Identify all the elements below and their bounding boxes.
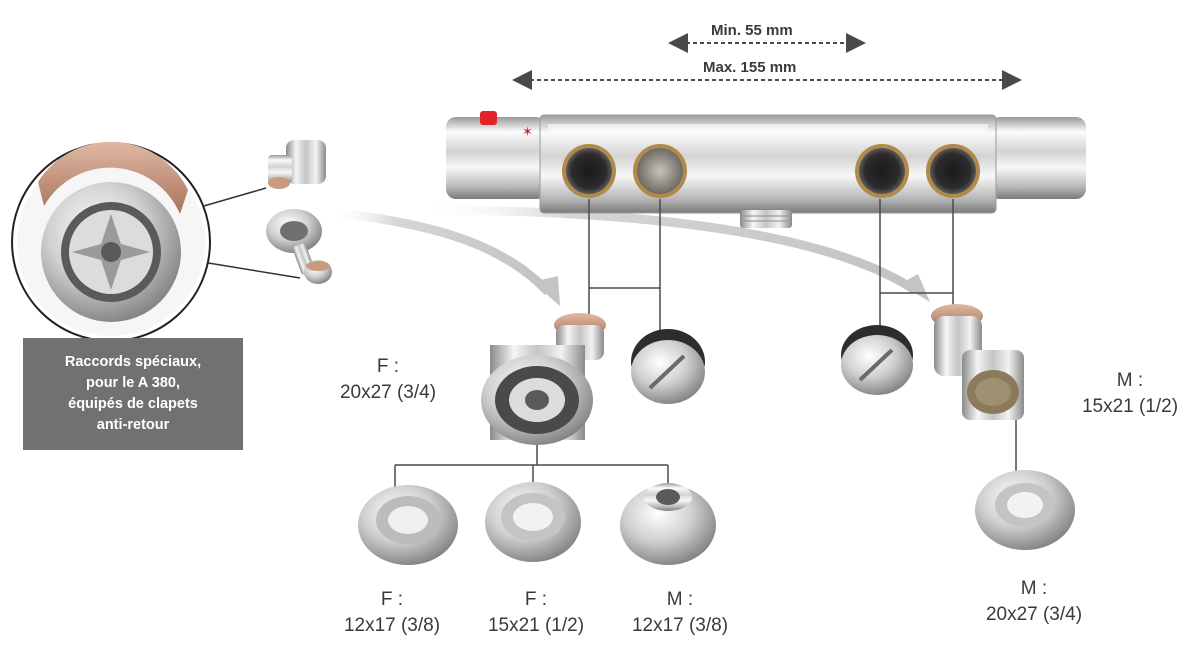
bar-outlet-1 xyxy=(855,144,909,198)
flow-arrow-right xyxy=(419,205,918,294)
flow-arrow-left xyxy=(329,207,552,296)
reducer-m12x17 xyxy=(620,483,716,565)
label-size: 12x17 (3/8) xyxy=(343,615,441,636)
connector-lines xyxy=(394,199,1017,488)
plug-right xyxy=(841,325,913,395)
label-f-20x27: F : 20x27 (3/4) xyxy=(318,354,458,406)
label-size: 15x21 (1/2) xyxy=(487,615,585,636)
reducer-f15x21 xyxy=(485,482,581,562)
magnifier-detail xyxy=(11,141,301,342)
label-type: F : xyxy=(380,589,404,610)
caption-line: pour le A 380, xyxy=(85,375,180,391)
label-type: M : xyxy=(1116,370,1144,391)
mixer-bar xyxy=(446,114,1086,228)
dimension-max-label: Max. 155 mm xyxy=(703,59,797,76)
label-m-15x21: M : 15x21 (1/2) xyxy=(1060,368,1200,420)
label-size: 15x21 (1/2) xyxy=(1081,396,1179,417)
reducer-m20x27 xyxy=(975,470,1075,550)
plug-left xyxy=(631,329,705,404)
label-size: 12x17 (3/8) xyxy=(631,615,729,636)
label-size: 20x27 (3/4) xyxy=(339,382,437,403)
caption-line: équipés de clapets xyxy=(68,396,198,412)
label-f-12x17: F : 12x17 (3/8) xyxy=(322,587,462,639)
caption-line: Raccords spéciaux, xyxy=(64,354,202,370)
bar-inlet-1 xyxy=(562,144,616,198)
label-type: F : xyxy=(524,589,548,610)
caption-line: anti-retour xyxy=(96,417,170,433)
flow-arrow-left-head xyxy=(532,276,560,306)
special-connector-top xyxy=(268,140,326,189)
elbow-connector-f20x27 xyxy=(481,313,606,445)
label-type: M : xyxy=(1020,578,1048,599)
label-f-15x21: F : 15x21 (1/2) xyxy=(466,587,606,639)
label-type: F : xyxy=(376,356,400,377)
safety-button-icon: ✶ xyxy=(480,111,533,140)
bar-inlet-2 xyxy=(633,144,687,198)
elbow-connector-m15x21 xyxy=(931,304,1024,420)
dimension-min-label: Min. 55 mm xyxy=(711,22,793,39)
svg-text:✶: ✶ xyxy=(522,125,533,140)
caption-box: Raccords spéciaux, pour le A 380, équipé… xyxy=(23,338,243,450)
special-connector-bottom xyxy=(266,209,332,284)
label-m-12x17: M : 12x17 (3/8) xyxy=(610,587,750,639)
label-m-20x27: M : 20x27 (3/4) xyxy=(964,576,1104,628)
reducer-f12x17 xyxy=(358,485,458,565)
label-type: M : xyxy=(666,589,694,610)
flow-arrow-right-head xyxy=(900,274,930,302)
label-size: 20x27 (3/4) xyxy=(985,604,1083,625)
bar-outlet-2 xyxy=(926,144,980,198)
